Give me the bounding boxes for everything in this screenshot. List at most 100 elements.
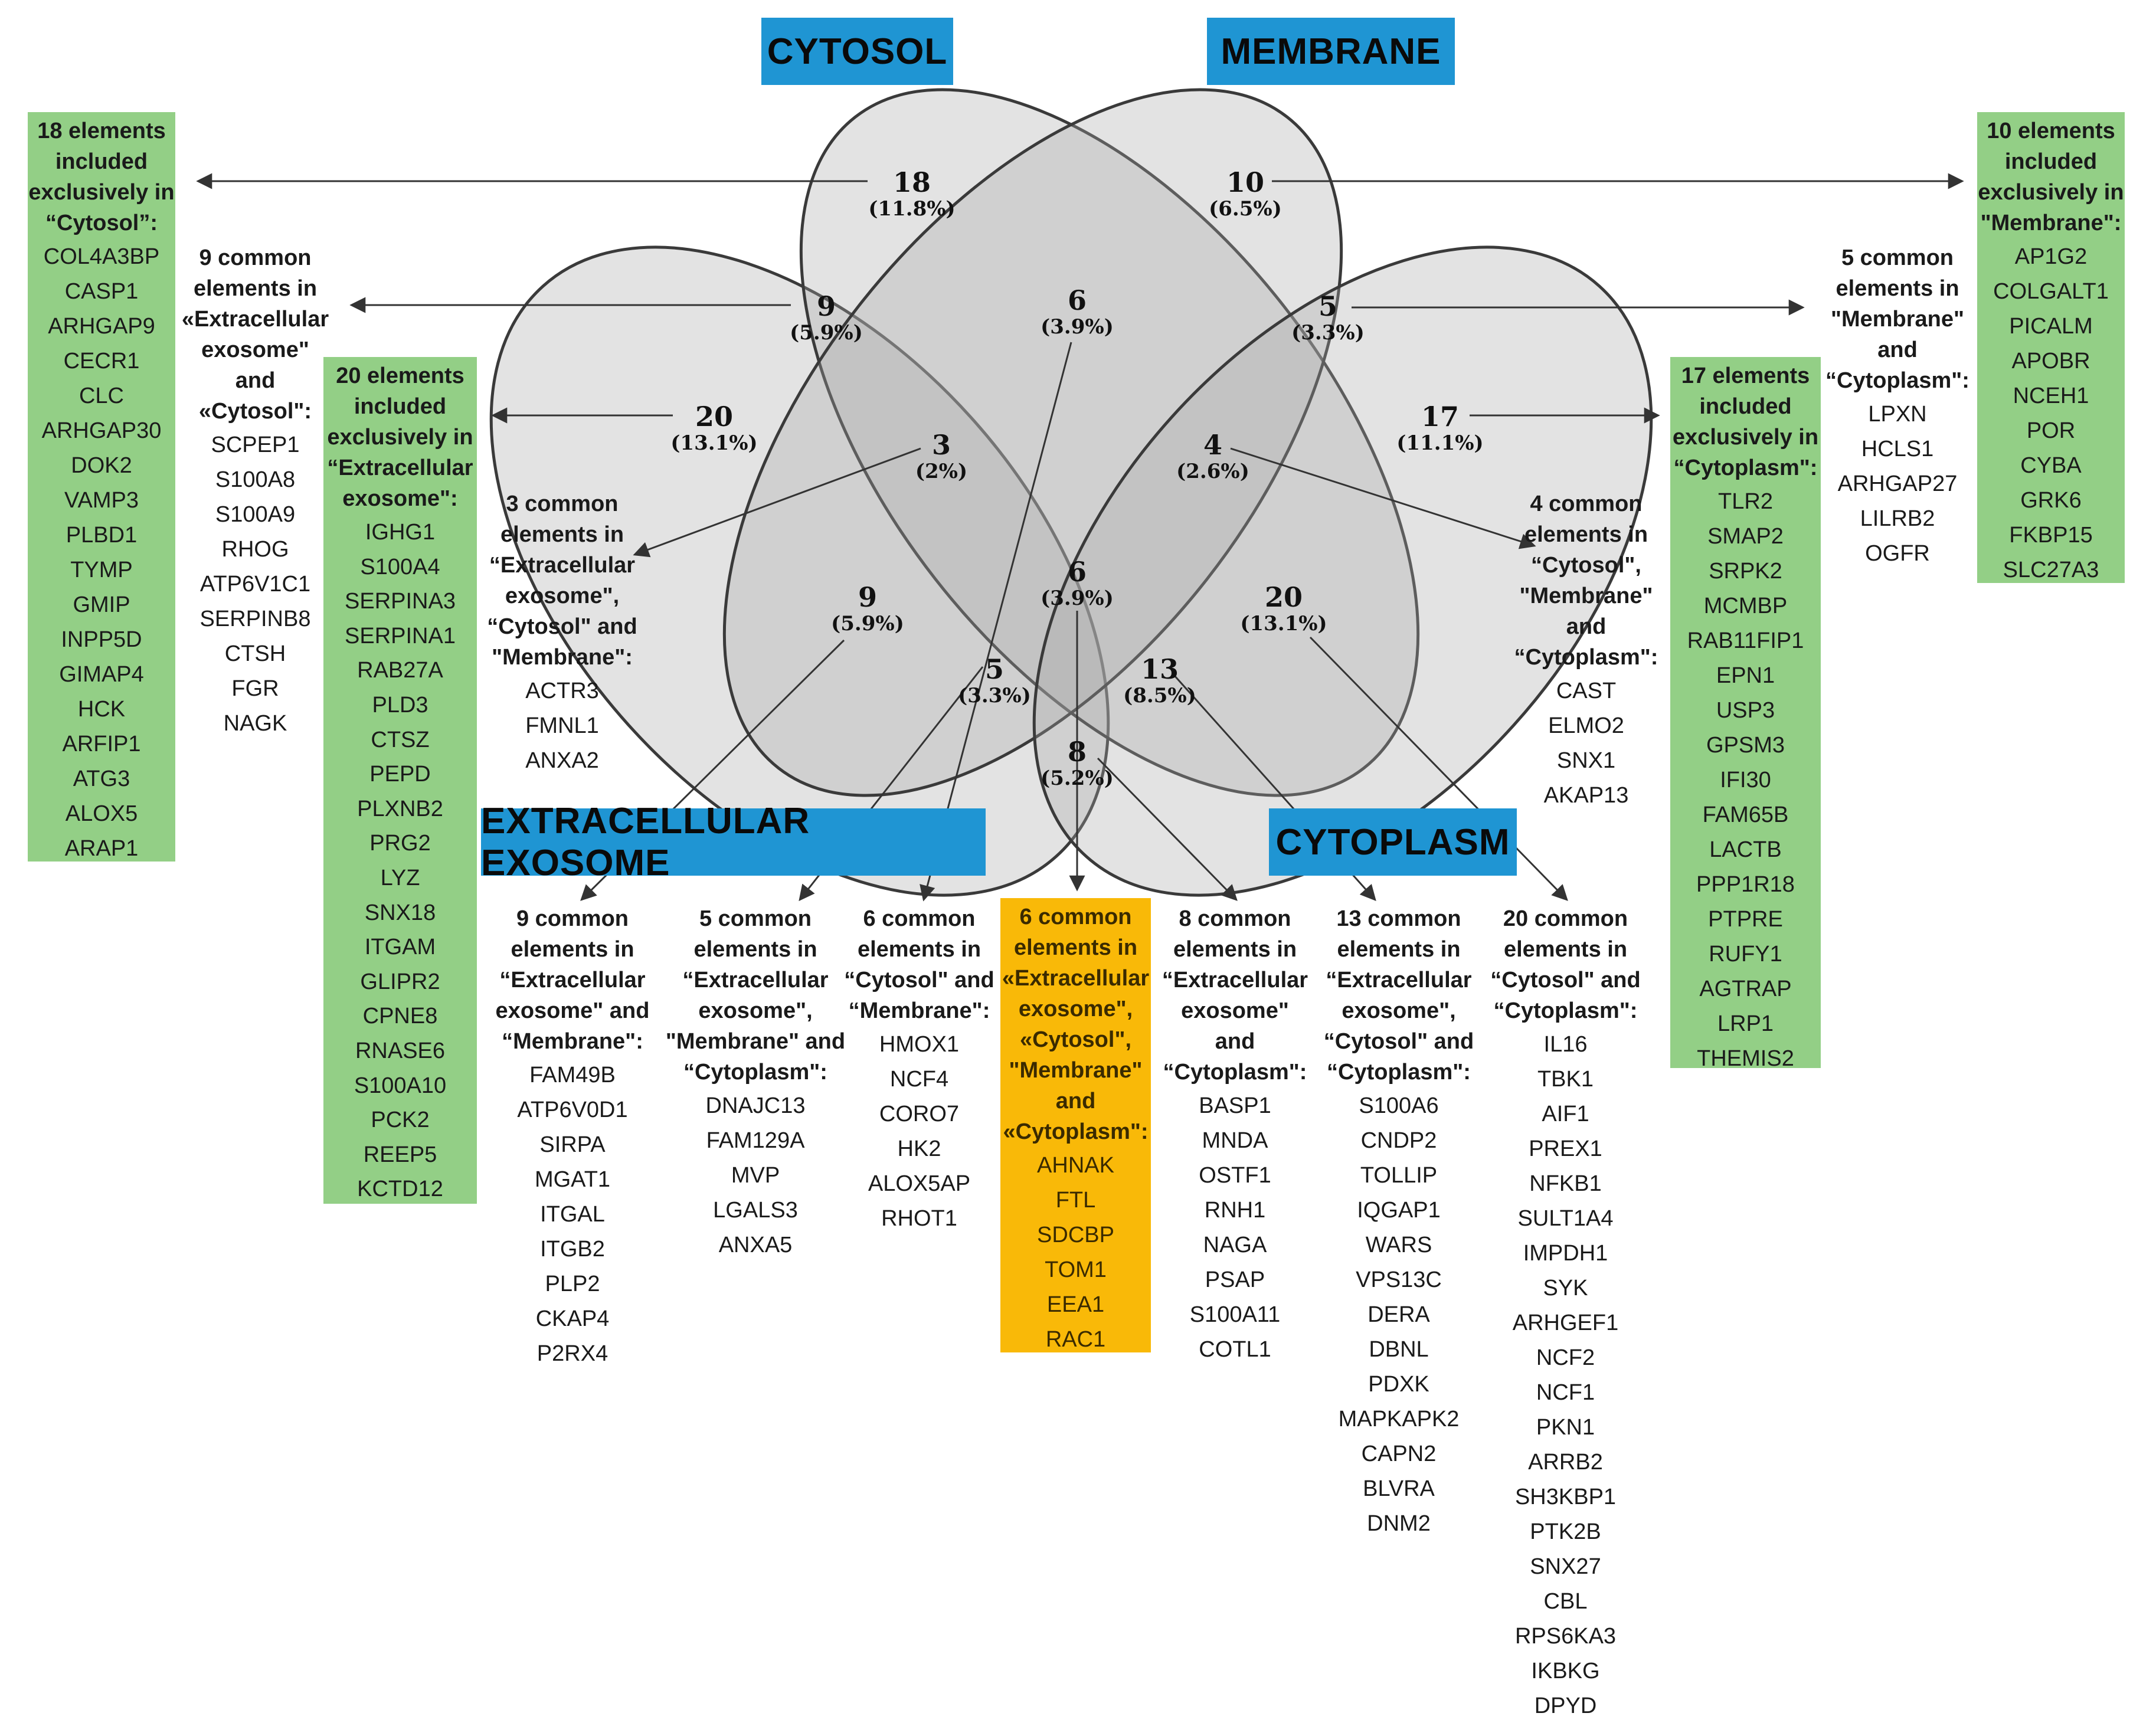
svg-text:(3.3%): (3.3%)	[1291, 321, 1365, 345]
gene-item: LYZ	[380, 865, 420, 890]
gene-item: ARAP1	[64, 836, 139, 861]
gene-item: NAGA	[1203, 1233, 1267, 1257]
gene-item: HCK	[77, 697, 126, 722]
gene-item: GPSM3	[1706, 733, 1785, 758]
region-exosome-membrane-cytoplasm: 5(3.3%)	[958, 653, 1031, 707]
gene-item: COL4A3BP	[43, 244, 160, 269]
gene-item: P2RX4	[536, 1341, 608, 1366]
gene-item: LPXN	[1868, 402, 1927, 427]
gene-item: PICALM	[2009, 314, 2093, 339]
svg-text:(2%): (2%)	[915, 460, 967, 483]
region-exosome-only: 20(13.1%)	[670, 401, 757, 455]
gene-item: ANXA2	[525, 748, 599, 773]
gene-item: RUFY1	[1709, 942, 1782, 967]
gene-item: MAPKAPK2	[1338, 1407, 1460, 1432]
gene-item: THEMIS2	[1697, 1046, 1794, 1071]
gene-item: LACTB	[1709, 837, 1782, 862]
list-title: 18 elements included exclusively in “Cyt…	[28, 119, 175, 235]
gene-item: CTSZ	[371, 727, 430, 752]
gene-item: SERPINA3	[345, 589, 456, 614]
region-exosome-cytosol-membrane: 3(2%)	[915, 429, 967, 483]
gene-item: S100A6	[1359, 1093, 1439, 1118]
list-exosome-cytosol: 9 common elements in «Extracellular exos…	[180, 239, 331, 741]
gene-item: FAM49B	[529, 1063, 616, 1088]
gene-item: REEP5	[363, 1142, 437, 1167]
gene-item: TOLLIP	[1360, 1163, 1438, 1188]
gene-item: PTPRE	[1708, 907, 1783, 932]
svg-text:8: 8	[1068, 736, 1087, 768]
region-cytosol-membrane-cytoplasm: 4(2.6%)	[1176, 429, 1249, 483]
region-cytoplasm-only: 17(11.1%)	[1396, 401, 1483, 455]
gene-item: S100A9	[215, 502, 296, 527]
gene-item: SNX1	[1556, 748, 1616, 773]
arrow-cytosol-cytoplasm	[1309, 636, 1568, 901]
gene-item: OGFR	[1865, 541, 1930, 566]
gene-item: IMPDH1	[1523, 1241, 1608, 1266]
gene-item: PRG2	[369, 831, 431, 856]
svg-text:20: 20	[1265, 581, 1303, 613]
list-cytosol-only: 18 elements included exclusively in “Cyt…	[28, 112, 175, 862]
gene-item: LGALS3	[713, 1198, 798, 1223]
gene-item: ITGAL	[540, 1202, 605, 1227]
gene-item: DNM2	[1367, 1511, 1431, 1536]
gene-item: PLXNB2	[357, 796, 443, 821]
gene-item: CAPN2	[1361, 1442, 1437, 1466]
svg-text:(5.9%): (5.9%)	[790, 321, 863, 345]
svg-text:5: 5	[1318, 290, 1337, 322]
arrow-exosome-cytoplasm	[1097, 757, 1238, 901]
gene-item: FKBP15	[2009, 523, 2093, 548]
gene-item: BASP1	[1199, 1093, 1271, 1118]
gene-item: CLC	[78, 384, 125, 408]
gene-item: ARRB2	[1528, 1450, 1603, 1475]
svg-text:(5.9%): (5.9%)	[831, 612, 904, 636]
svg-text:9: 9	[817, 290, 836, 322]
gene-item: SIRPA	[539, 1132, 606, 1157]
gene-item: TYMP	[70, 558, 133, 582]
gene-item: ALOX5	[65, 801, 138, 826]
gene-item: RPS6KA3	[1514, 1624, 1617, 1649]
gene-item: RNH1	[1204, 1198, 1266, 1223]
gene-item: IQGAP1	[1357, 1198, 1441, 1223]
svg-text:20: 20	[695, 401, 733, 433]
svg-text:(11.8%): (11.8%)	[868, 197, 955, 221]
svg-text:3: 3	[932, 429, 951, 461]
gene-item: RNASE6	[355, 1038, 446, 1063]
ellipses	[489, 88, 1653, 897]
list-exosome-cytoplasm: 8 common elements in “Extracellular exos…	[1160, 900, 1310, 1378]
gene-item: CPNE8	[362, 1004, 438, 1029]
gene-item: RAB11FIP1	[1687, 628, 1804, 653]
region-exosome-cytosol-cytoplasm: 13(8.5%)	[1123, 653, 1196, 707]
gene-item: AGTRAP	[1699, 977, 1792, 1001]
gene-item: HK2	[897, 1136, 941, 1161]
list-title: 9 common elements in “Extracellular exos…	[495, 906, 650, 1054]
gene-item: ARFIP1	[62, 732, 141, 756]
gene-item: AP1G2	[2014, 244, 2088, 269]
svg-text:(13.1%): (13.1%)	[670, 431, 757, 455]
list-title: 5 common elements in "Membrane" and “Cyt…	[1825, 245, 1969, 393]
gene-item: ARHGAP27	[1837, 471, 1958, 496]
region-cytosol-cytoplasm: 20(13.1%)	[1240, 581, 1327, 636]
gene-item: LILRB2	[1860, 506, 1935, 531]
list-membrane-cytoplasm: 5 common elements in "Membrane" and “Cyt…	[1824, 239, 1971, 569]
gene-item: APOBR	[2011, 349, 2090, 374]
gene-item: IL16	[1543, 1032, 1588, 1057]
gene-item: ATG3	[73, 767, 130, 791]
list-title: 17 elements included exclusively in “Cyt…	[1672, 363, 1819, 480]
svg-text:5: 5	[985, 653, 1004, 685]
list-title: 20 elements included exclusively in “Ext…	[327, 363, 473, 511]
label-cytoplasm: CYTOPLASM	[1269, 808, 1517, 876]
gene-item: SNX27	[1530, 1554, 1601, 1579]
gene-item: CBL	[1543, 1589, 1588, 1614]
gene-item: COLGALT1	[1993, 279, 2109, 304]
gene-item: HCLS1	[1861, 437, 1934, 461]
region-all-four: 6(3.9%)	[1041, 556, 1114, 610]
gene-item: USP3	[1716, 698, 1775, 723]
gene-item: FTL	[1055, 1188, 1096, 1213]
svg-text:(2.6%): (2.6%)	[1176, 460, 1249, 483]
gene-item: PEPD	[369, 762, 431, 787]
list-title: 3 common elements in “Extracellular exos…	[487, 492, 637, 670]
